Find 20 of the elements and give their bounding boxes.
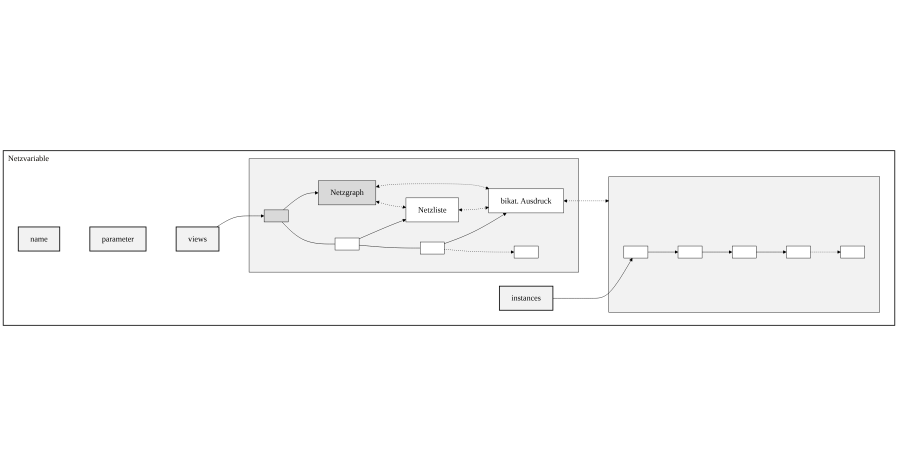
node-box bbox=[264, 210, 288, 222]
node-box bbox=[786, 246, 811, 258]
node-box bbox=[420, 242, 444, 254]
node-box bbox=[334, 238, 360, 250]
node-box bbox=[624, 246, 648, 258]
node-box: Netzgraph bbox=[318, 180, 376, 206]
node-box: Netzliste bbox=[406, 198, 459, 222]
cluster bbox=[248, 158, 579, 272]
node-box bbox=[732, 246, 756, 258]
node-box: instances bbox=[498, 286, 554, 311]
node-box: parameter bbox=[89, 226, 146, 252]
node-box bbox=[678, 246, 702, 258]
node-box bbox=[840, 246, 865, 258]
connector bbox=[282, 222, 336, 244]
node-box: bikat. Ausdruck bbox=[488, 188, 564, 214]
cluster bbox=[608, 176, 880, 312]
node-box bbox=[514, 246, 538, 258]
node-box: views bbox=[176, 226, 220, 252]
connector bbox=[358, 244, 420, 248]
node-box: name bbox=[18, 226, 60, 252]
